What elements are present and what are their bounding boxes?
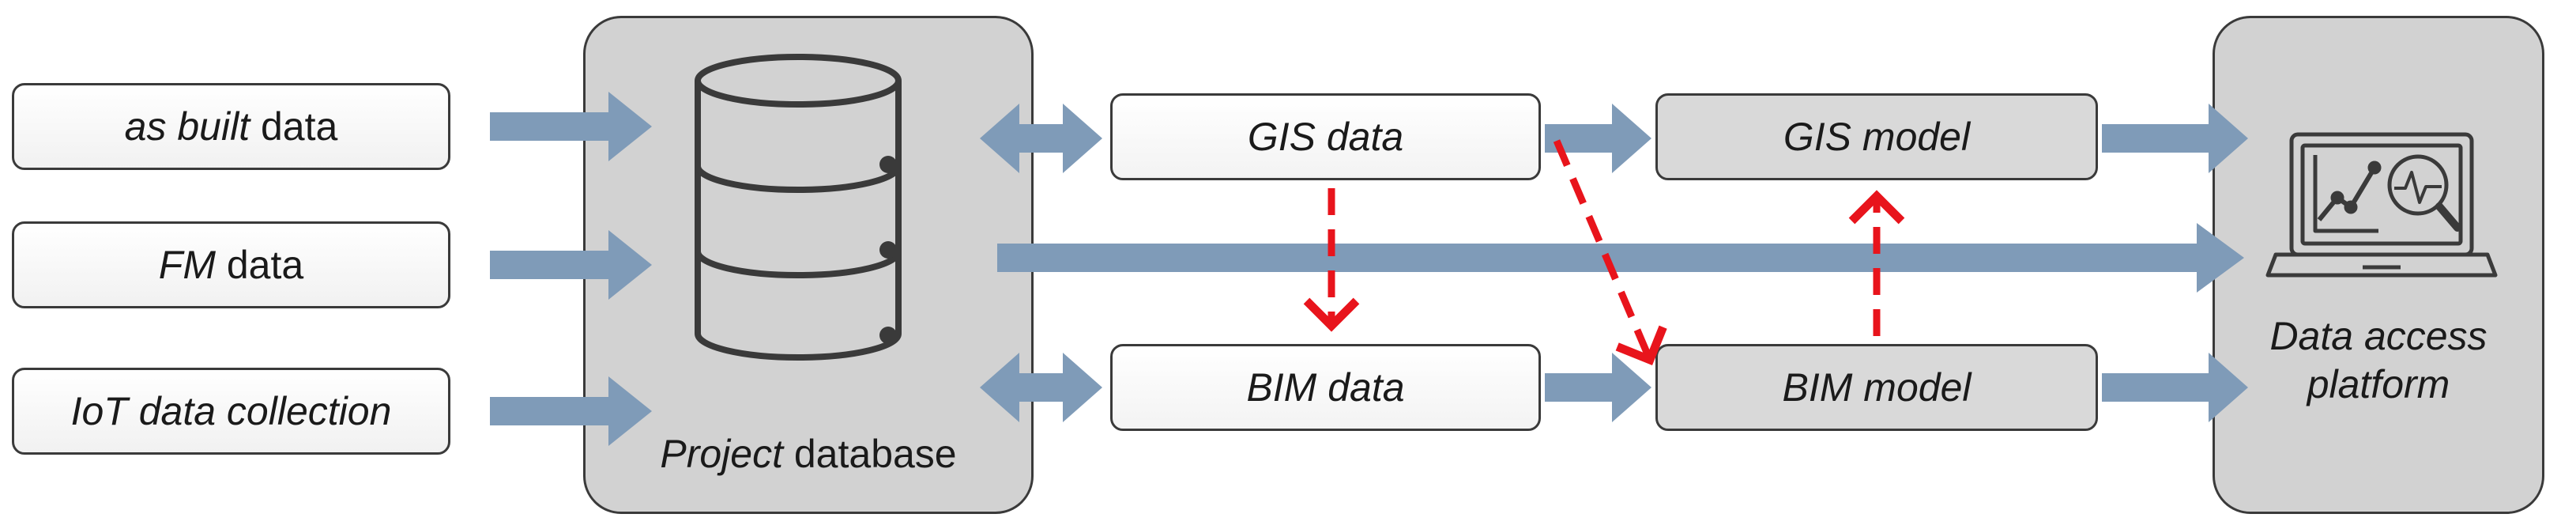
bim-model-box: BIM model xyxy=(1655,344,2098,431)
flow-arrow-gis-data-to-gis-model xyxy=(1545,104,1651,173)
flow-arrow-gis-model-to-platform xyxy=(2102,104,2248,173)
iot-data-collection-box: IoT data collection xyxy=(12,368,450,455)
project-database-container xyxy=(583,16,1034,514)
data-access-platform-container xyxy=(2213,16,2544,514)
gis-model-box: GIS model xyxy=(1655,93,2098,180)
gis-data-box: GIS data xyxy=(1110,93,1541,180)
bim-data-label: BIM data xyxy=(1246,365,1405,410)
gis-data-label: GIS data xyxy=(1247,115,1404,159)
flow-arrow-fm-to-db xyxy=(490,230,652,300)
gis-model-label: GIS model xyxy=(1783,115,1971,159)
database-stack-icon xyxy=(695,54,902,361)
flow-arrow-iot-to-db xyxy=(490,376,652,446)
flow-arrow-asbuilt-to-db xyxy=(490,92,652,161)
as-built-data-box: as built data xyxy=(12,83,450,170)
flow-arrow-db-to-platform xyxy=(997,223,2244,293)
fm-data-suffix: data xyxy=(215,243,304,287)
platform-caption-line1: Data access xyxy=(2269,314,2487,358)
platform-caption-line2: platform xyxy=(2307,362,2450,406)
project-database-emphasis: Project xyxy=(660,432,783,476)
iot-data-collection-label: IoT data collection xyxy=(70,389,392,433)
as-built-data-suffix: data xyxy=(250,104,338,149)
fm-data-box: FM data xyxy=(12,221,450,308)
bim-model-label: BIM model xyxy=(1782,365,1972,410)
laptop-analytics-icon xyxy=(2265,132,2498,278)
flow-arrow-db-gis-data xyxy=(980,104,1102,173)
data-access-platform-caption: Data access platform xyxy=(2213,312,2544,409)
fm-data-emphasis: FM xyxy=(158,243,216,287)
flow-arrow-bim-data-to-bim-model xyxy=(1545,353,1651,422)
flow-arrow-bim-model-to-platform xyxy=(2102,353,2248,422)
flow-arrow-db-bim-data xyxy=(980,353,1102,422)
as-built-data-emphasis: as built xyxy=(124,104,250,149)
project-database-suffix: database xyxy=(782,432,957,476)
project-database-caption: Project database xyxy=(583,431,1034,477)
bim-data-box: BIM data xyxy=(1110,344,1541,431)
